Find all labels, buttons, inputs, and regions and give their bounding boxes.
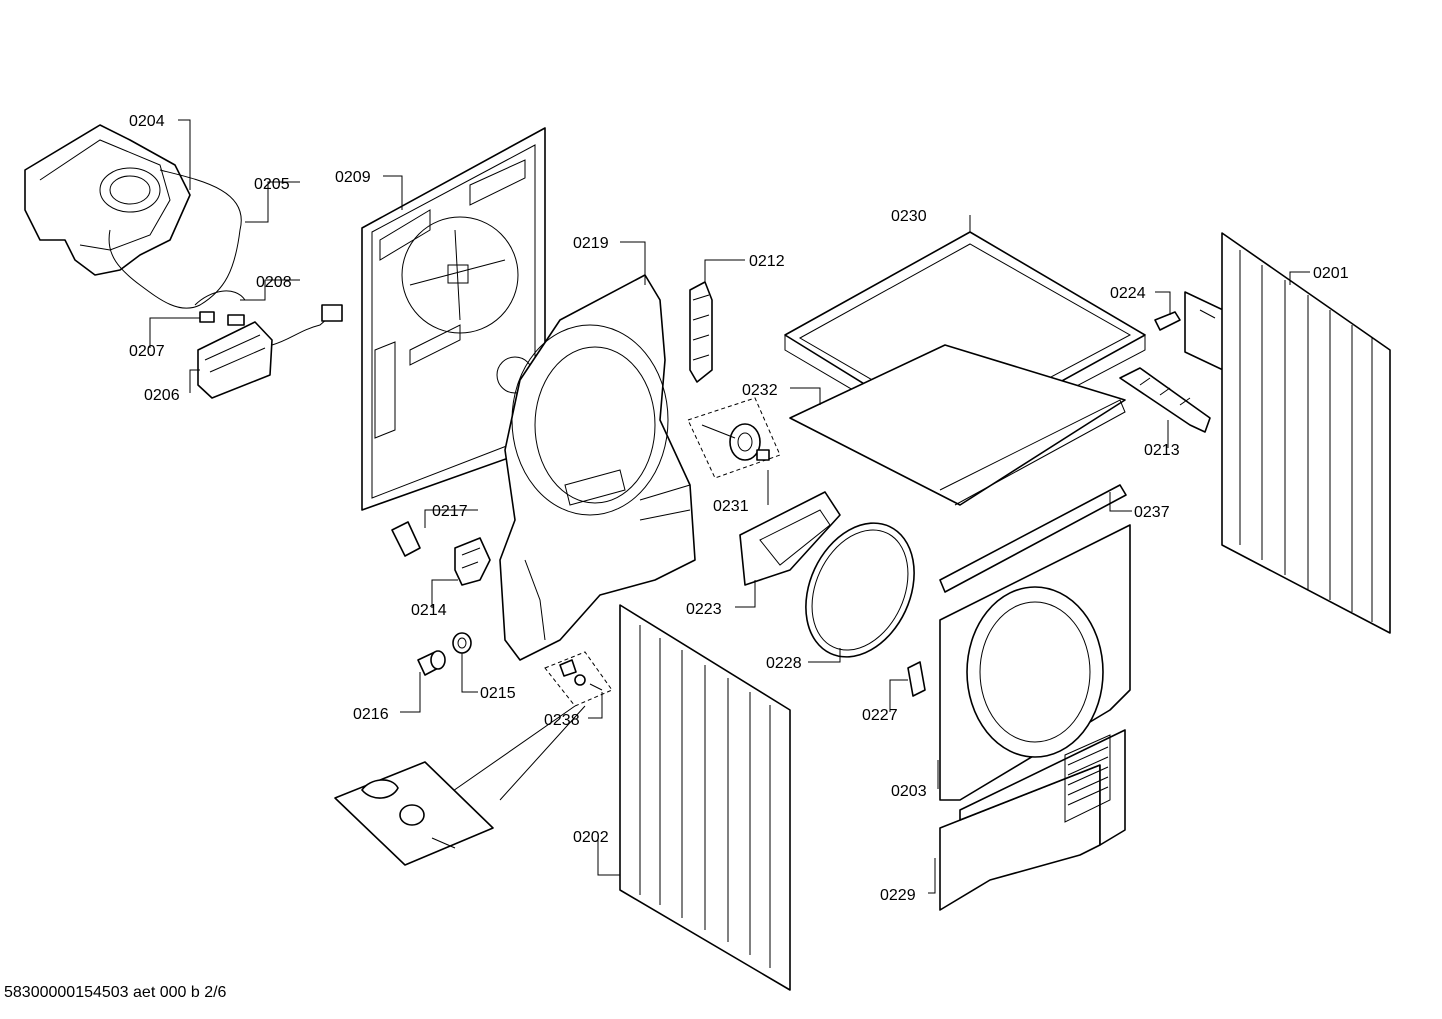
part-0232-top-foil (789, 344, 1126, 506)
part-0227-switch (907, 661, 926, 697)
label-0229: 0229 (880, 887, 916, 904)
label-0227: 0227 (862, 707, 898, 724)
part-0206-control-box (197, 304, 343, 399)
part-0201-side-panel (1221, 232, 1391, 634)
label-0219: 0219 (573, 235, 609, 252)
label-0237: 0237 (1134, 504, 1170, 521)
part-0212-hinge (689, 281, 713, 383)
part-0213-control-strip (1119, 367, 1211, 433)
part-0224-clip (1154, 311, 1181, 331)
label-0212: 0212 (749, 253, 785, 270)
label-0231: 0231 (713, 498, 749, 515)
part-0238-kit (334, 651, 613, 866)
part-0219-bearing-shield (499, 274, 696, 661)
label-0206: 0206 (144, 387, 180, 404)
label-0214: 0214 (411, 602, 447, 619)
label-0230: 0230 (891, 208, 927, 225)
leader-lines (149, 119, 1310, 894)
part-0205-wire (108, 169, 242, 309)
label-0223: 0223 (686, 601, 722, 618)
part-0215-knob-cap (452, 632, 472, 654)
part-0237-rail (939, 484, 1127, 593)
label-0203: 0203 (891, 783, 927, 800)
label-0238: 0238 (544, 712, 580, 729)
label-0209: 0209 (335, 169, 371, 186)
part-0207-connector (227, 314, 245, 326)
label-0201: 0201 (1313, 265, 1349, 282)
label-0204: 0204 (129, 113, 165, 130)
label-0217: 0217 (432, 503, 468, 520)
part-0216-knob (417, 650, 446, 676)
label-0207: 0207 (129, 343, 165, 360)
label-0202: 0202 (573, 829, 609, 846)
part-0208-connector (194, 290, 246, 323)
part-0223-filter (739, 491, 841, 586)
label-0224: 0224 (1110, 285, 1146, 302)
label-0216: 0216 (353, 706, 389, 723)
part-0217-clip (391, 521, 421, 557)
part-0202-side-panel (619, 604, 791, 991)
part-0203-front-panel (939, 524, 1131, 801)
label-0213: 0213 (1144, 442, 1180, 459)
label-0205: 0205 (254, 176, 290, 193)
label-0232: 0232 (742, 382, 778, 399)
part-0231-roller (687, 397, 781, 479)
part-0229-plinth (939, 729, 1126, 911)
document-footer: 58300000154503 aet 000 b 2/6 (4, 984, 227, 1001)
part-0228-door-seal (805, 522, 915, 658)
label-0208: 0208 (256, 274, 292, 291)
part-0204-rear-duct (24, 124, 191, 276)
label-0228: 0228 (766, 655, 802, 672)
label-0215: 0215 (480, 685, 516, 702)
part-0214-door-lock (454, 537, 491, 586)
